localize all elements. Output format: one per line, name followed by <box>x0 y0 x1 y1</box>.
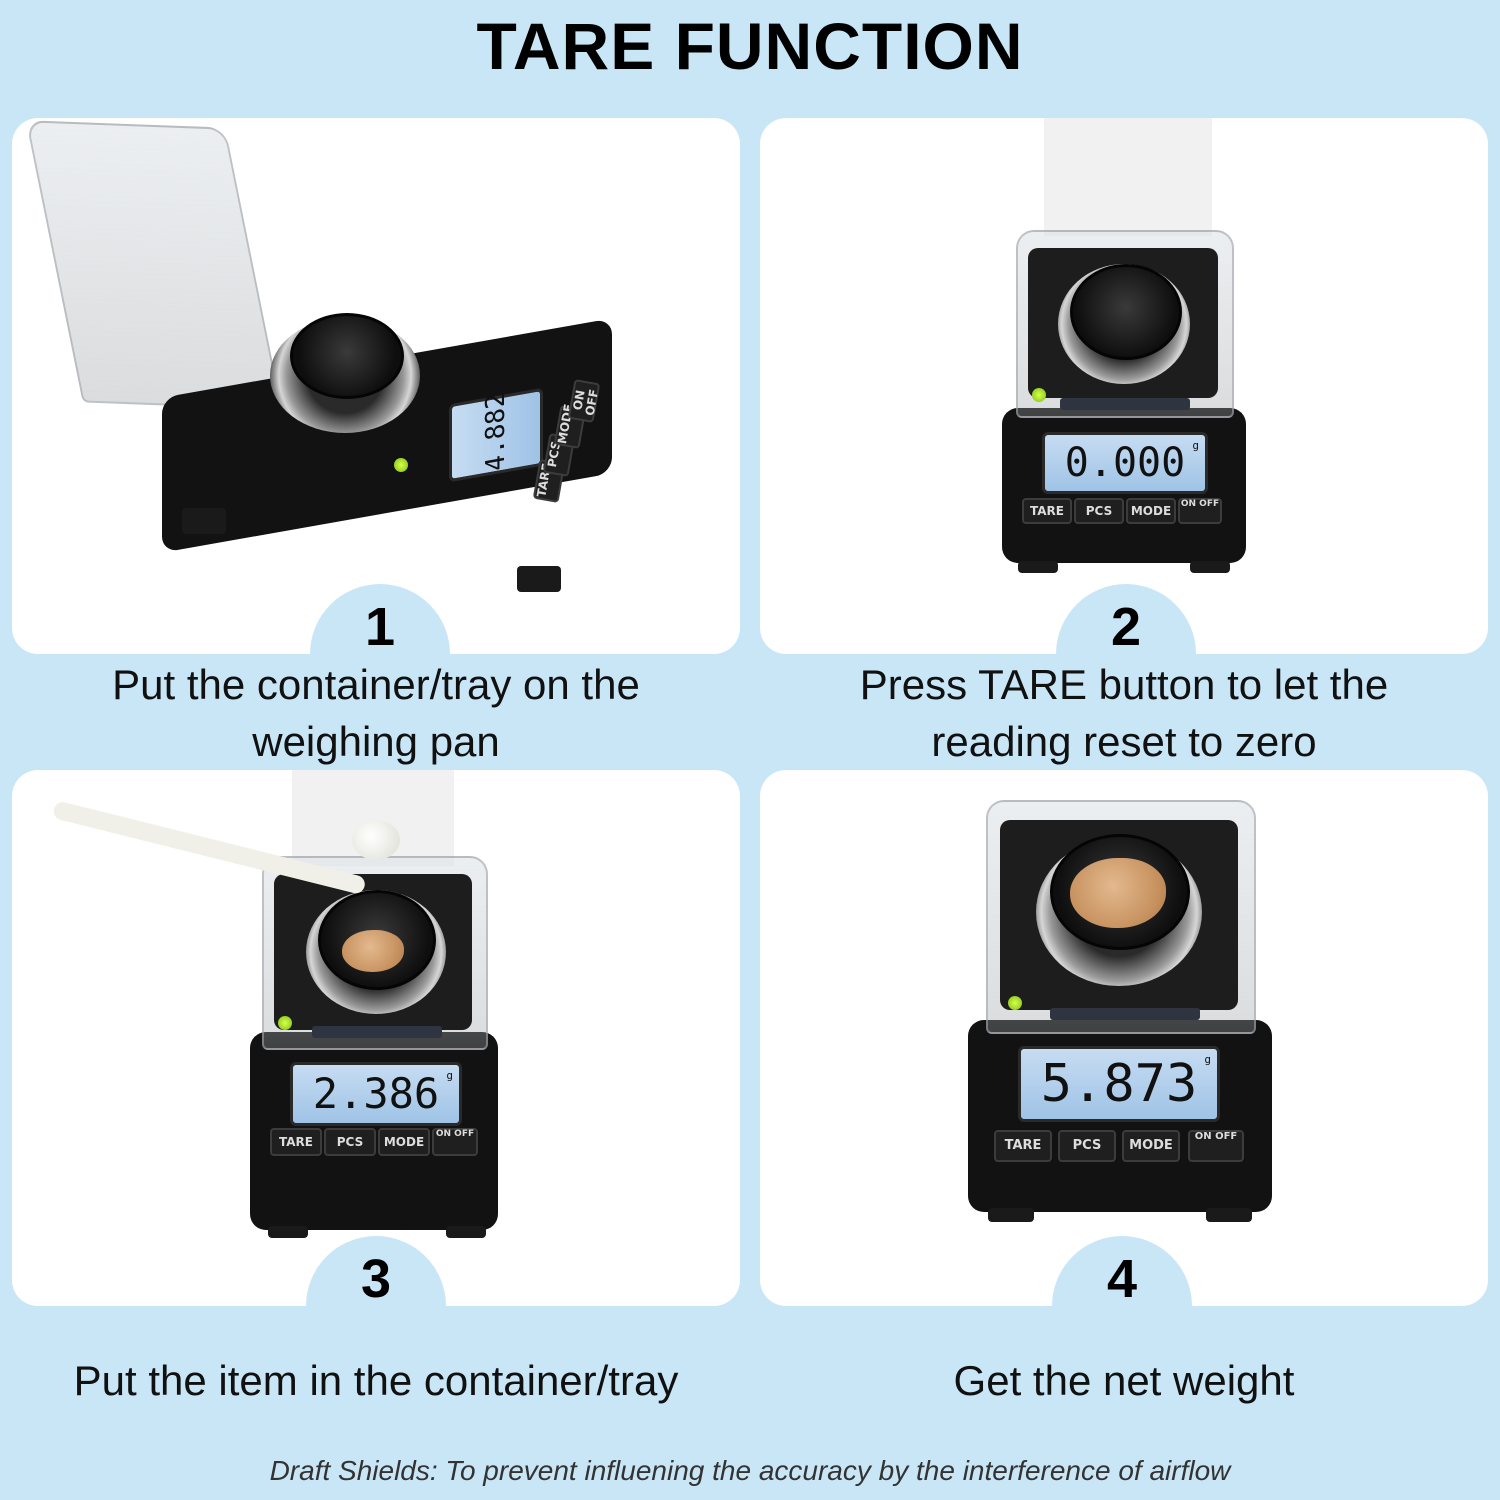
spoon-bowl <box>352 820 400 860</box>
scale-illustration-3: 2.386 g TARE PCS MODE ON OFF <box>12 770 740 1306</box>
step-number: 2 <box>1110 597 1142 654</box>
scale-illustration-4: 5.873 g TARE PCS MODE ON OFF <box>760 770 1488 1306</box>
mode-button[interactable]: MODE <box>378 1128 430 1156</box>
display-value: 4.882 <box>481 390 511 474</box>
scale-display: 5.873 g <box>1018 1046 1220 1122</box>
on-off-button[interactable]: ON OFF <box>1178 498 1222 524</box>
container-tray <box>318 890 436 990</box>
caption-line: Put the container/tray on the <box>112 661 640 708</box>
pcs-button[interactable]: PCS <box>1074 498 1124 524</box>
step-3-caption: Put the item in the container/tray <box>12 1352 740 1409</box>
scale-illustration-2: 0.000 g TARE PCS MODE ON OFF <box>760 118 1488 654</box>
scale-display: 0.000 g <box>1042 432 1208 494</box>
step-2-caption: Press TARE button to let the reading res… <box>760 656 1488 770</box>
unit-label: g <box>1204 1053 1211 1066</box>
scale-display: 2.386 g <box>290 1062 462 1126</box>
bubble-level <box>278 1016 292 1030</box>
scale-illustration-1: 4.882 TARE PCS MODE ON OFF <box>12 118 740 654</box>
caption-line: reading reset to zero <box>931 718 1317 765</box>
draft-shield-lid <box>25 120 283 410</box>
unit-label: g <box>446 1069 453 1082</box>
bubble-level <box>1008 996 1022 1010</box>
mode-button[interactable]: MODE <box>1122 1130 1180 1162</box>
pcs-button[interactable]: PCS <box>324 1128 376 1156</box>
caption-line: Press TARE button to let the <box>859 661 1389 708</box>
tare-button[interactable]: TARE <box>1022 498 1072 524</box>
caption-line: Put the item in the container/tray <box>73 1357 679 1404</box>
step-2-panel: 0.000 g TARE PCS MODE ON OFF 2 <box>760 118 1488 654</box>
unit-label: g <box>1192 439 1199 452</box>
tare-button[interactable]: TARE <box>270 1128 322 1156</box>
caption-line: weighing pan <box>252 718 500 765</box>
step-number: 1 <box>364 597 396 654</box>
step-1-caption: Put the container/tray on the weighing p… <box>12 656 740 770</box>
powder-sample <box>342 930 404 972</box>
step-1-panel: 4.882 TARE PCS MODE ON OFF 1 <box>12 118 740 654</box>
step-3-panel: 2.386 g TARE PCS MODE ON OFF 3 <box>12 770 740 1306</box>
on-off-button[interactable]: ON OFF <box>567 379 601 423</box>
display-value: 0.000 <box>1064 440 1186 486</box>
page-title: TARE FUNCTION <box>476 9 1024 83</box>
display-value: 2.386 <box>312 1069 440 1118</box>
on-off-button[interactable]: ON OFF <box>432 1128 478 1156</box>
container-tray <box>1070 264 1182 360</box>
container-tray <box>290 313 404 399</box>
mode-button[interactable]: MODE <box>1126 498 1176 524</box>
step-number: 3 <box>360 1249 392 1306</box>
bubble-level <box>1032 388 1046 402</box>
bubble-level <box>394 458 408 472</box>
tare-button[interactable]: TARE <box>994 1130 1052 1162</box>
caption-line: Get the net weight <box>953 1357 1295 1404</box>
step-4-caption: Get the net weight <box>760 1352 1488 1409</box>
on-off-button[interactable]: ON OFF <box>1188 1130 1244 1162</box>
step-4-panel: 5.873 g TARE PCS MODE ON OFF 4 <box>760 770 1488 1306</box>
scale-display: 4.882 <box>449 387 543 483</box>
display-value: 5.873 <box>1040 1054 1198 1114</box>
powder-sample <box>1070 858 1166 928</box>
pcs-button[interactable]: PCS <box>1058 1130 1116 1162</box>
footnote: Draft Shields: To prevent influening the… <box>269 1455 1231 1486</box>
step-number: 4 <box>1106 1249 1138 1306</box>
lid-open-panel <box>1044 118 1212 236</box>
